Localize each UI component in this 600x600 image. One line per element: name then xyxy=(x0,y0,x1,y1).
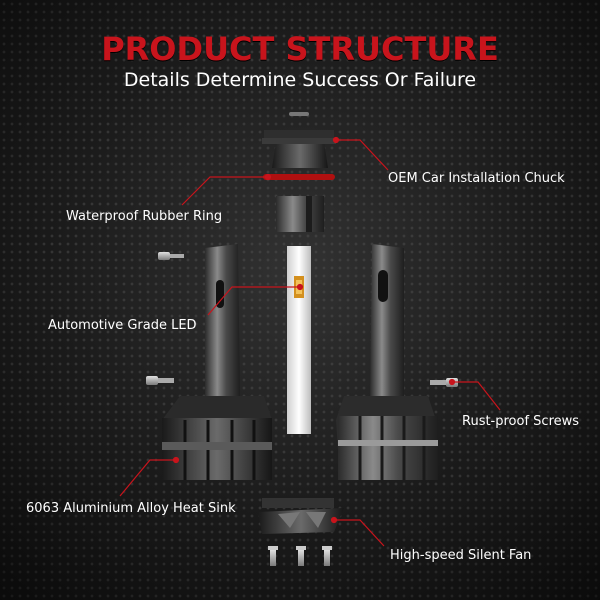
label-heat-sink: 6063 Aluminium Alloy Heat Sink xyxy=(26,501,236,516)
oem-chuck xyxy=(262,130,336,168)
leader-screws xyxy=(452,381,501,411)
label-led: Automotive Grade LED xyxy=(48,318,197,333)
led-board xyxy=(287,246,311,434)
page-subtitle: Details Determine Success Or Failure xyxy=(123,69,477,91)
right-heat-sink xyxy=(336,244,438,480)
fan xyxy=(258,498,344,534)
fan-screws xyxy=(268,546,332,566)
left-heat-sink xyxy=(162,244,272,480)
leader-lines xyxy=(119,136,501,547)
leader-oem xyxy=(336,139,389,171)
leader-fan xyxy=(334,519,385,547)
label-rubber-ring: Waterproof Rubber Ring xyxy=(66,209,223,224)
label-oem-chuck: OEM Car Installation Chuck xyxy=(388,171,565,186)
label-screws: Rust-proof Screws xyxy=(462,414,580,429)
screw-left-top xyxy=(158,252,184,260)
page-title: PRODUCT STRUCTURE xyxy=(101,30,499,68)
top-clip xyxy=(289,112,309,116)
screw-left-mid xyxy=(146,376,174,385)
leader-led xyxy=(207,286,300,316)
collar xyxy=(276,196,324,232)
rubber-ring xyxy=(263,174,335,180)
label-fan: High-speed Silent Fan xyxy=(390,548,532,563)
leader-rubber xyxy=(181,176,268,206)
leader-heatsink xyxy=(119,459,176,497)
